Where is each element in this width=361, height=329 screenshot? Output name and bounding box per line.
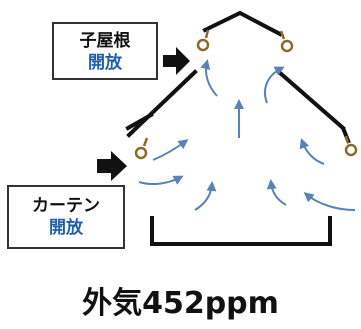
roof-vent-status: 開放 xyxy=(88,53,122,73)
airflow-left-mid xyxy=(152,139,189,161)
outside-co2-caption: 外気452ppm xyxy=(82,286,279,321)
curtain-arrow xyxy=(97,151,127,181)
vent-hinges xyxy=(134,29,358,160)
roof-vent-title: 子屋根 xyxy=(79,31,131,51)
airflow-right-mid xyxy=(299,138,325,165)
airflow-left-low xyxy=(138,175,184,186)
floor-bed xyxy=(150,216,332,246)
greenhouse-roof xyxy=(125,10,346,138)
roof-vent-hinge-left xyxy=(196,38,210,52)
curtain-status: 開放 xyxy=(49,218,83,238)
roof-vent-open-label: 子屋根 開放 xyxy=(52,22,158,80)
left-roof-slope xyxy=(126,69,198,138)
curtain-hinge-right xyxy=(344,143,358,157)
airflow-center-right-low xyxy=(266,179,287,206)
left-side-vent-cover xyxy=(125,112,154,131)
airflow-right-upper xyxy=(263,66,285,104)
curtain-hinge-left xyxy=(134,146,148,160)
greenhouse-walls xyxy=(150,127,351,246)
direction-arrows xyxy=(97,47,190,181)
curtain-open-label: カーテン 開放 xyxy=(7,185,125,249)
airflow-right-low xyxy=(303,192,356,211)
right-roof-slope xyxy=(276,69,346,131)
roof-vent-arrow xyxy=(163,47,190,75)
airflow-left-upper xyxy=(200,59,218,97)
airflow-arrows xyxy=(138,59,356,211)
airflow-center-left-low xyxy=(194,181,217,211)
roof-vent-hinge-right xyxy=(280,39,294,53)
curtain-title: カーテン xyxy=(32,196,100,216)
top-roof-vent xyxy=(202,10,283,37)
